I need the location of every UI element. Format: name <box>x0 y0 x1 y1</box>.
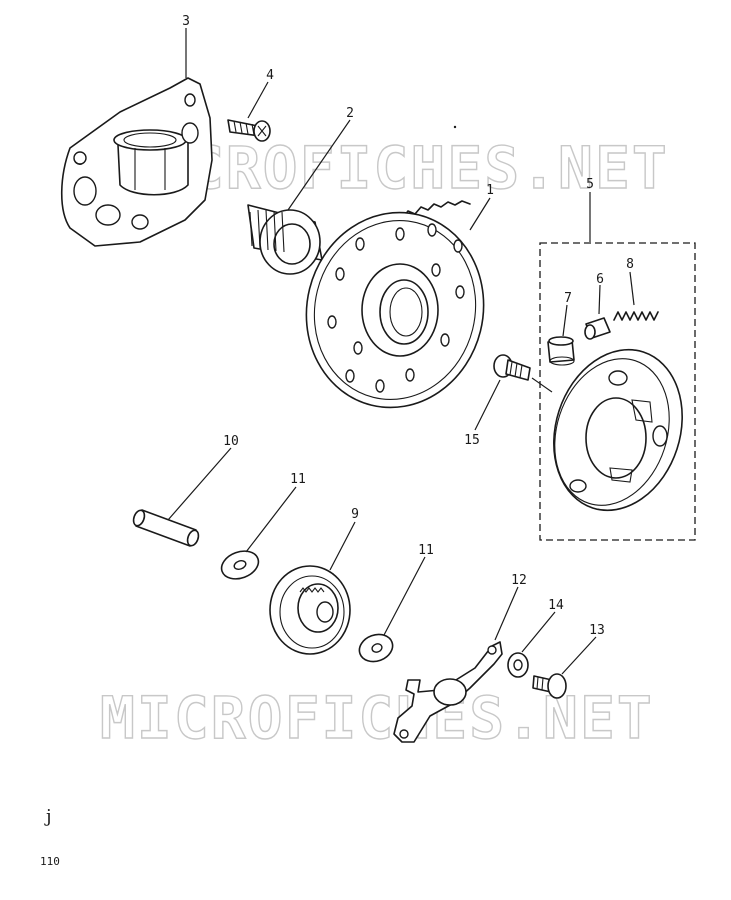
part-15-bolt <box>493 354 553 393</box>
callout-10: 10 <box>223 434 239 449</box>
leader-10 <box>167 447 232 521</box>
leader-14 <box>521 611 556 653</box>
part-12-bracket <box>393 641 503 743</box>
callout-5: 5 <box>586 177 594 192</box>
callout-labels: 1 2 3 4 5 6 7 8 9 10 11 11 12 13 14 15 <box>182 14 634 638</box>
callout-9: 9 <box>351 507 359 522</box>
part-10-pin <box>132 509 200 547</box>
leader-8 <box>629 271 635 306</box>
leader-1 <box>469 197 491 231</box>
part-1-starter-gear <box>305 200 485 409</box>
leader-15 <box>474 379 501 431</box>
part-4-screw <box>227 119 271 142</box>
callout-6: 6 <box>596 272 604 287</box>
part-2-needle-bearing <box>247 204 323 275</box>
part-9-idler-gear <box>269 565 351 655</box>
part-5-clutch-body <box>553 348 683 512</box>
callout-11-lower: 11 <box>418 543 434 558</box>
leader-6 <box>598 284 601 315</box>
part-11-washer-upper <box>220 550 260 580</box>
callout-11-upper: 11 <box>290 472 306 487</box>
part-13-bolt <box>532 673 567 699</box>
part-3-cover-plate <box>60 77 213 247</box>
callout-13: 13 <box>589 623 605 638</box>
page-mark: j <box>46 806 52 827</box>
callout-14: 14 <box>548 598 564 613</box>
part-5-group-box <box>539 242 696 541</box>
callout-1: 1 <box>486 183 494 198</box>
leader-7 <box>562 304 568 337</box>
leader-2 <box>287 119 351 211</box>
leader-11b <box>383 556 426 636</box>
callout-3: 3 <box>182 14 190 29</box>
callout-12: 12 <box>511 573 527 588</box>
callout-15: 15 <box>464 433 480 448</box>
part-11-washer-lower <box>358 633 394 663</box>
part-7-roller <box>547 336 575 366</box>
callout-7: 7 <box>564 291 572 306</box>
leader-13 <box>561 636 597 675</box>
callout-4: 4 <box>266 68 274 83</box>
part-6-plunger <box>584 317 611 340</box>
leader-lines <box>167 28 635 675</box>
stray-dot <box>453 125 457 129</box>
leader-4 <box>247 81 269 119</box>
leader-9 <box>329 521 356 571</box>
callout-2: 2 <box>346 106 354 121</box>
page-number: 110 <box>40 855 60 868</box>
leader-12 <box>494 586 519 641</box>
leader-11a <box>245 486 297 553</box>
part-14-washer <box>507 652 529 678</box>
callout-8: 8 <box>626 257 634 272</box>
part-8-spring <box>613 311 659 321</box>
watermark-bottom: MICROFICHES.NET <box>100 684 654 752</box>
